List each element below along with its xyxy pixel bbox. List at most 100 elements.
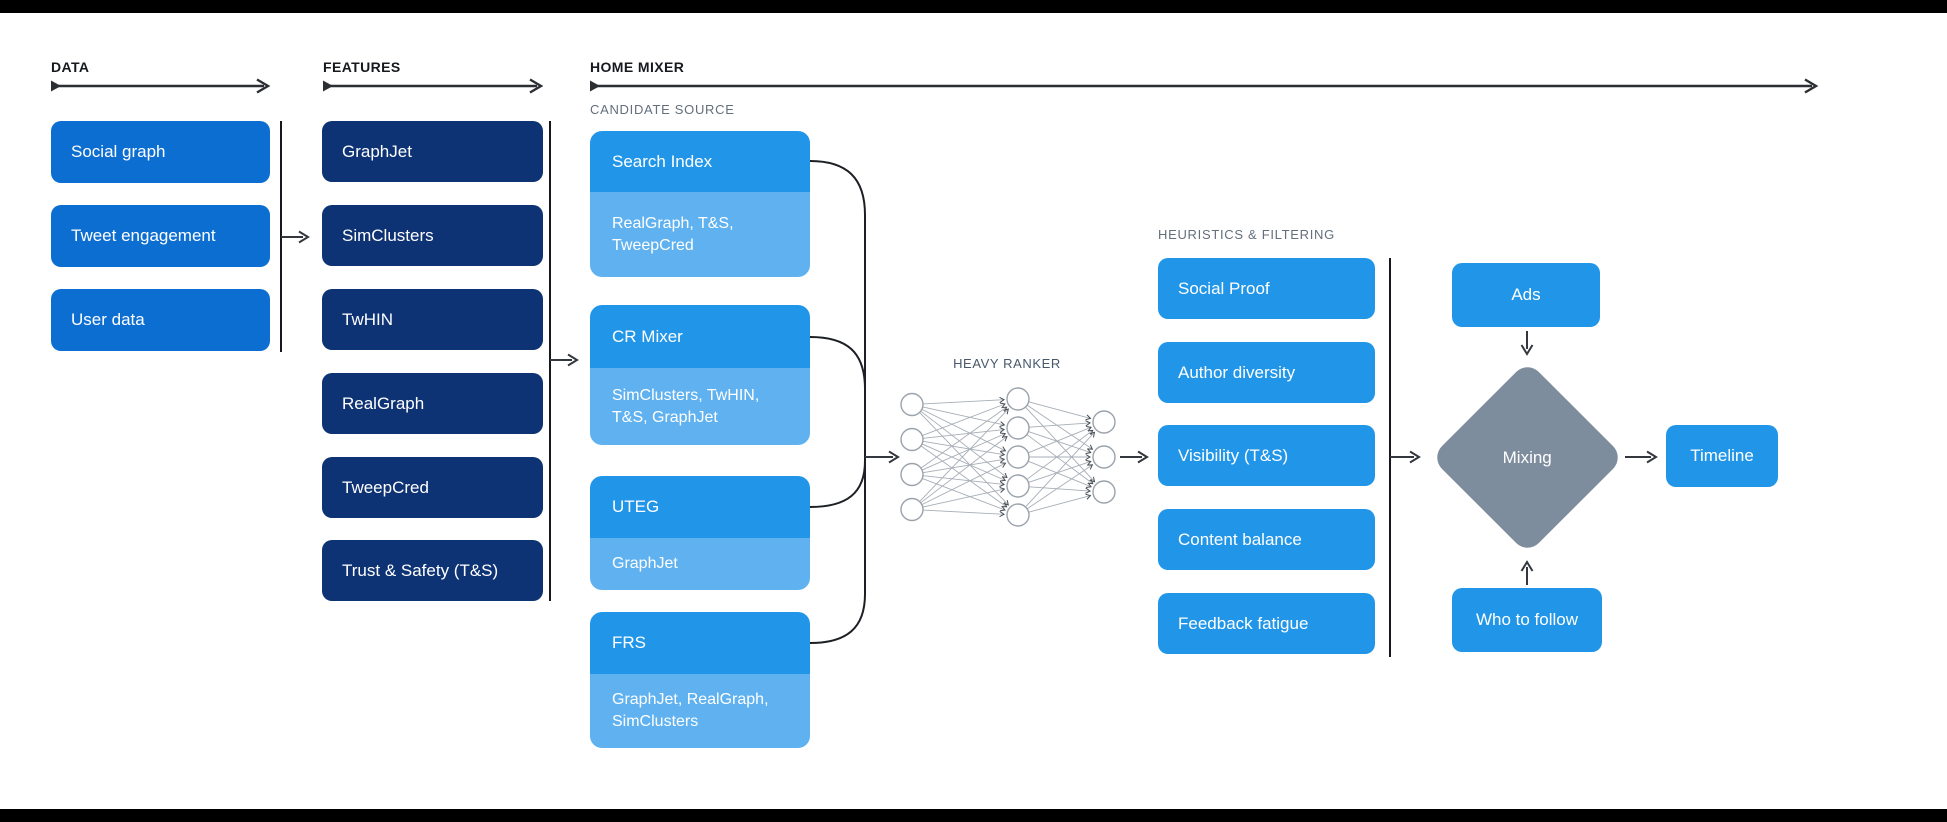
candidate-source-label: CANDIDATE SOURCE — [590, 102, 735, 117]
card-sub-text: GraphJet — [612, 555, 678, 573]
nn-edge — [921, 434, 1005, 471]
nn-edge — [919, 409, 1009, 502]
features-box-realgraph: RealGraph — [322, 373, 543, 434]
heuristics-divider-line — [1389, 258, 1421, 657]
nn-edge — [919, 412, 1009, 504]
nn-edge — [922, 459, 1004, 474]
nn-node — [1006, 416, 1030, 440]
features-box-twhin: TwHIN — [322, 289, 543, 350]
candidate-merge-curves — [809, 160, 900, 644]
heuristics-filtering-label: HEURISTICS & FILTERING — [1158, 227, 1335, 242]
features-box-tweepcred: TweepCred — [322, 457, 543, 518]
home-mixer-section-label: HOME MIXER — [590, 59, 685, 75]
nn-edge — [922, 406, 1005, 425]
nn-edge — [922, 509, 1004, 514]
nn-edge — [922, 404, 1005, 436]
nn-node — [900, 462, 924, 487]
nn-edge — [1028, 460, 1091, 487]
nn-edge — [921, 443, 1005, 480]
curve-cr-mixer — [809, 336, 866, 390]
box-label: RealGraph — [342, 393, 425, 413]
box-label: User data — [71, 310, 145, 329]
features-box-simclusters: SimClusters — [322, 205, 543, 266]
data-box-social-graph: Social graph — [51, 121, 270, 183]
arrow-to-heavy-ranker — [888, 450, 900, 464]
nn-edge — [1028, 496, 1091, 513]
mixing-label: Mixing — [1502, 447, 1553, 467]
features-divider-line — [549, 121, 579, 601]
nn-edge — [1026, 404, 1092, 449]
nn-edge — [1025, 406, 1094, 482]
features-section-label: FEATURES — [323, 59, 401, 75]
box-label: Content balance — [1178, 529, 1302, 549]
ads-box: Ads — [1452, 263, 1600, 327]
nn-edge — [1028, 401, 1091, 419]
candidate-card-cr-mixer: CR Mixer SimClusters, TwHIN, T&S, GraphJ… — [590, 305, 810, 445]
candidate-card-uteg: UTEG GraphJet — [590, 476, 810, 590]
who-to-follow-box: Who to follow — [1452, 588, 1602, 652]
heavy-ranker-network — [900, 387, 1116, 527]
nn-node — [1092, 480, 1116, 504]
curve-uteg — [809, 460, 866, 508]
card-subsources: RealGraph, T&S, TweepCred — [590, 192, 810, 277]
nn-edge — [922, 440, 1004, 454]
data-axis-arrow — [51, 78, 271, 94]
card-title-text: Search Index — [612, 151, 713, 171]
bottom-black-bar — [0, 809, 1947, 822]
nn-edge — [922, 430, 1004, 439]
card-title-text: UTEG — [612, 497, 660, 516]
card-title-text: FRS — [612, 633, 646, 652]
nn-node — [1092, 410, 1116, 434]
nn-node — [1006, 474, 1030, 498]
card-subsources: GraphJet, RealGraph, SimClusters — [590, 674, 810, 748]
nn-edge — [920, 437, 1007, 504]
arrow-ads-to-mixing — [1520, 331, 1534, 356]
box-label: Author diversity — [1178, 362, 1296, 382]
card-sub-text: GraphJet, RealGraph, SimClusters — [612, 691, 769, 730]
features-axis-arrow — [323, 78, 544, 94]
card-sub-text: RealGraph, T&S, TweepCred — [612, 214, 734, 254]
heuristics-box-visibility: Visibility (T&S) — [1158, 425, 1375, 486]
nn-node — [1006, 445, 1030, 469]
nn-edge — [1026, 434, 1093, 484]
data-box-tweet-engagement: Tweet engagement — [51, 205, 270, 267]
box-label: Ads — [1511, 285, 1541, 304]
curve-frs — [809, 593, 866, 644]
box-label: Trust & Safety (T&S) — [342, 560, 499, 580]
data-divider-line — [280, 121, 310, 352]
timeline-box: Timeline — [1666, 425, 1778, 487]
data-section-label: DATA — [51, 59, 90, 75]
card-sub-text: SimClusters, TwHIN, T&S, GraphJet — [612, 386, 760, 426]
heavy-ranker-label: HEAVY RANKER — [953, 356, 1061, 371]
box-label: Feedback fatigue — [1178, 613, 1309, 633]
box-label: TwHIN — [342, 309, 393, 329]
box-label: Social graph — [71, 142, 166, 161]
card-subsources: SimClusters, TwHIN, T&S, GraphJet — [590, 368, 810, 445]
nn-edge — [921, 408, 1006, 450]
nn-edge — [1028, 431, 1090, 453]
nn-edge — [1028, 461, 1090, 483]
card-title: CR Mixer — [590, 305, 810, 368]
axis-start-cap — [51, 80, 61, 92]
nn-edge — [1025, 432, 1094, 508]
home-mixer-axis-arrow — [590, 78, 1819, 94]
top-black-bar — [0, 0, 1947, 13]
nn-edge — [1028, 486, 1090, 491]
arrow-mixing-to-timeline — [1625, 450, 1658, 464]
heuristics-box-social-proof: Social Proof — [1158, 258, 1375, 319]
nn-edge — [922, 478, 1005, 510]
nn-edge — [921, 463, 1006, 506]
data-box-user-data: User data — [51, 289, 270, 351]
nn-edge — [1026, 430, 1093, 480]
box-label: Who to follow — [1475, 610, 1579, 629]
nn-edge — [1026, 465, 1092, 510]
nn-node — [900, 497, 924, 522]
card-title: UTEG — [590, 476, 810, 538]
heuristics-box-author-diversity: Author diversity — [1158, 342, 1375, 403]
card-title: Search Index — [590, 131, 810, 192]
heuristics-box-feedback-fatigue: Feedback fatigue — [1158, 593, 1375, 654]
curve-search-index — [809, 160, 866, 216]
box-label: SimClusters — [342, 225, 434, 245]
